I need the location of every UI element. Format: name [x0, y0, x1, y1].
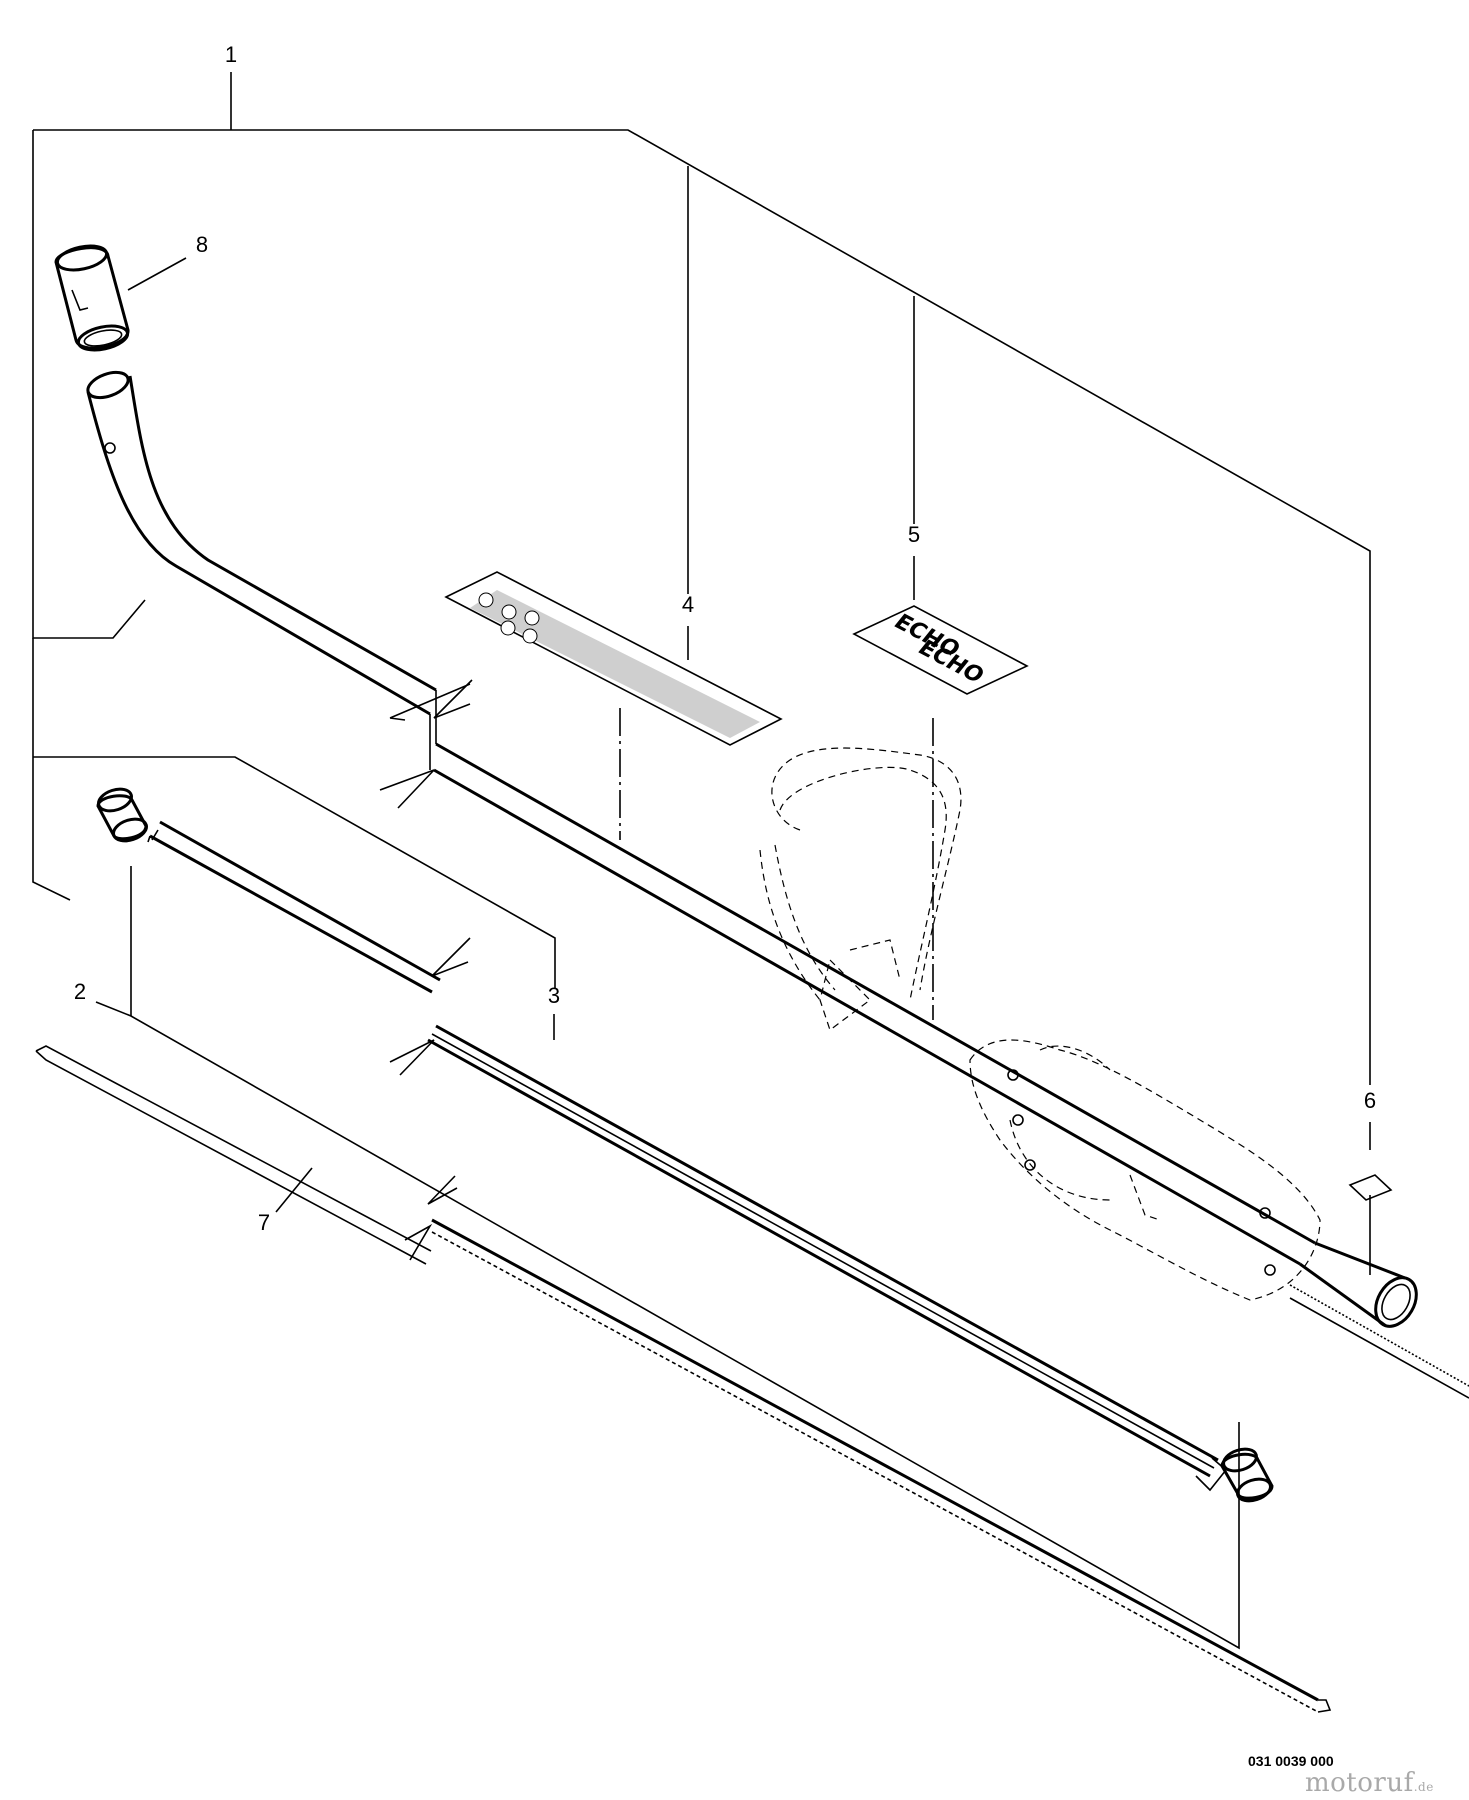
watermark-tld: .de [1413, 1780, 1434, 1794]
watermark: motoruf.de [1305, 1768, 1434, 1798]
part-2-bushing-bottom[interactable] [1220, 1445, 1274, 1505]
part-2-bushing-top[interactable] [96, 785, 150, 845]
callout-4[interactable]: 4 [682, 592, 694, 617]
callout-7[interactable]: 7 [258, 1210, 270, 1235]
callout-6[interactable]: 6 [1364, 1088, 1376, 1113]
part-3-liner[interactable] [147, 820, 1228, 1492]
part-6-plate[interactable] [1348, 1174, 1393, 1201]
callout-2[interactable]: 2 [74, 979, 86, 1004]
loop-handle-phantom [759, 747, 962, 1031]
callout-8[interactable]: 8 [196, 232, 208, 257]
part-7-drive-cable[interactable] [35, 1045, 1332, 1713]
rear-grip-phantom [969, 1039, 1321, 1301]
callout-1[interactable]: 1 [225, 42, 237, 67]
part-code-label: 031 0039 000 [1248, 1753, 1334, 1769]
part-1-shaft-tube[interactable] [85, 367, 1469, 1399]
part-5-echo-decal[interactable]: ECHO ECHO [852, 605, 1029, 695]
leader-lines [32, 72, 1371, 1650]
callout-5[interactable]: 5 [908, 522, 920, 547]
callout-3[interactable]: 3 [548, 983, 560, 1008]
part-4-warning-decal[interactable] [444, 571, 783, 746]
watermark-brand: motoruf [1305, 1768, 1414, 1798]
part-8-sleeve[interactable] [54, 242, 130, 354]
